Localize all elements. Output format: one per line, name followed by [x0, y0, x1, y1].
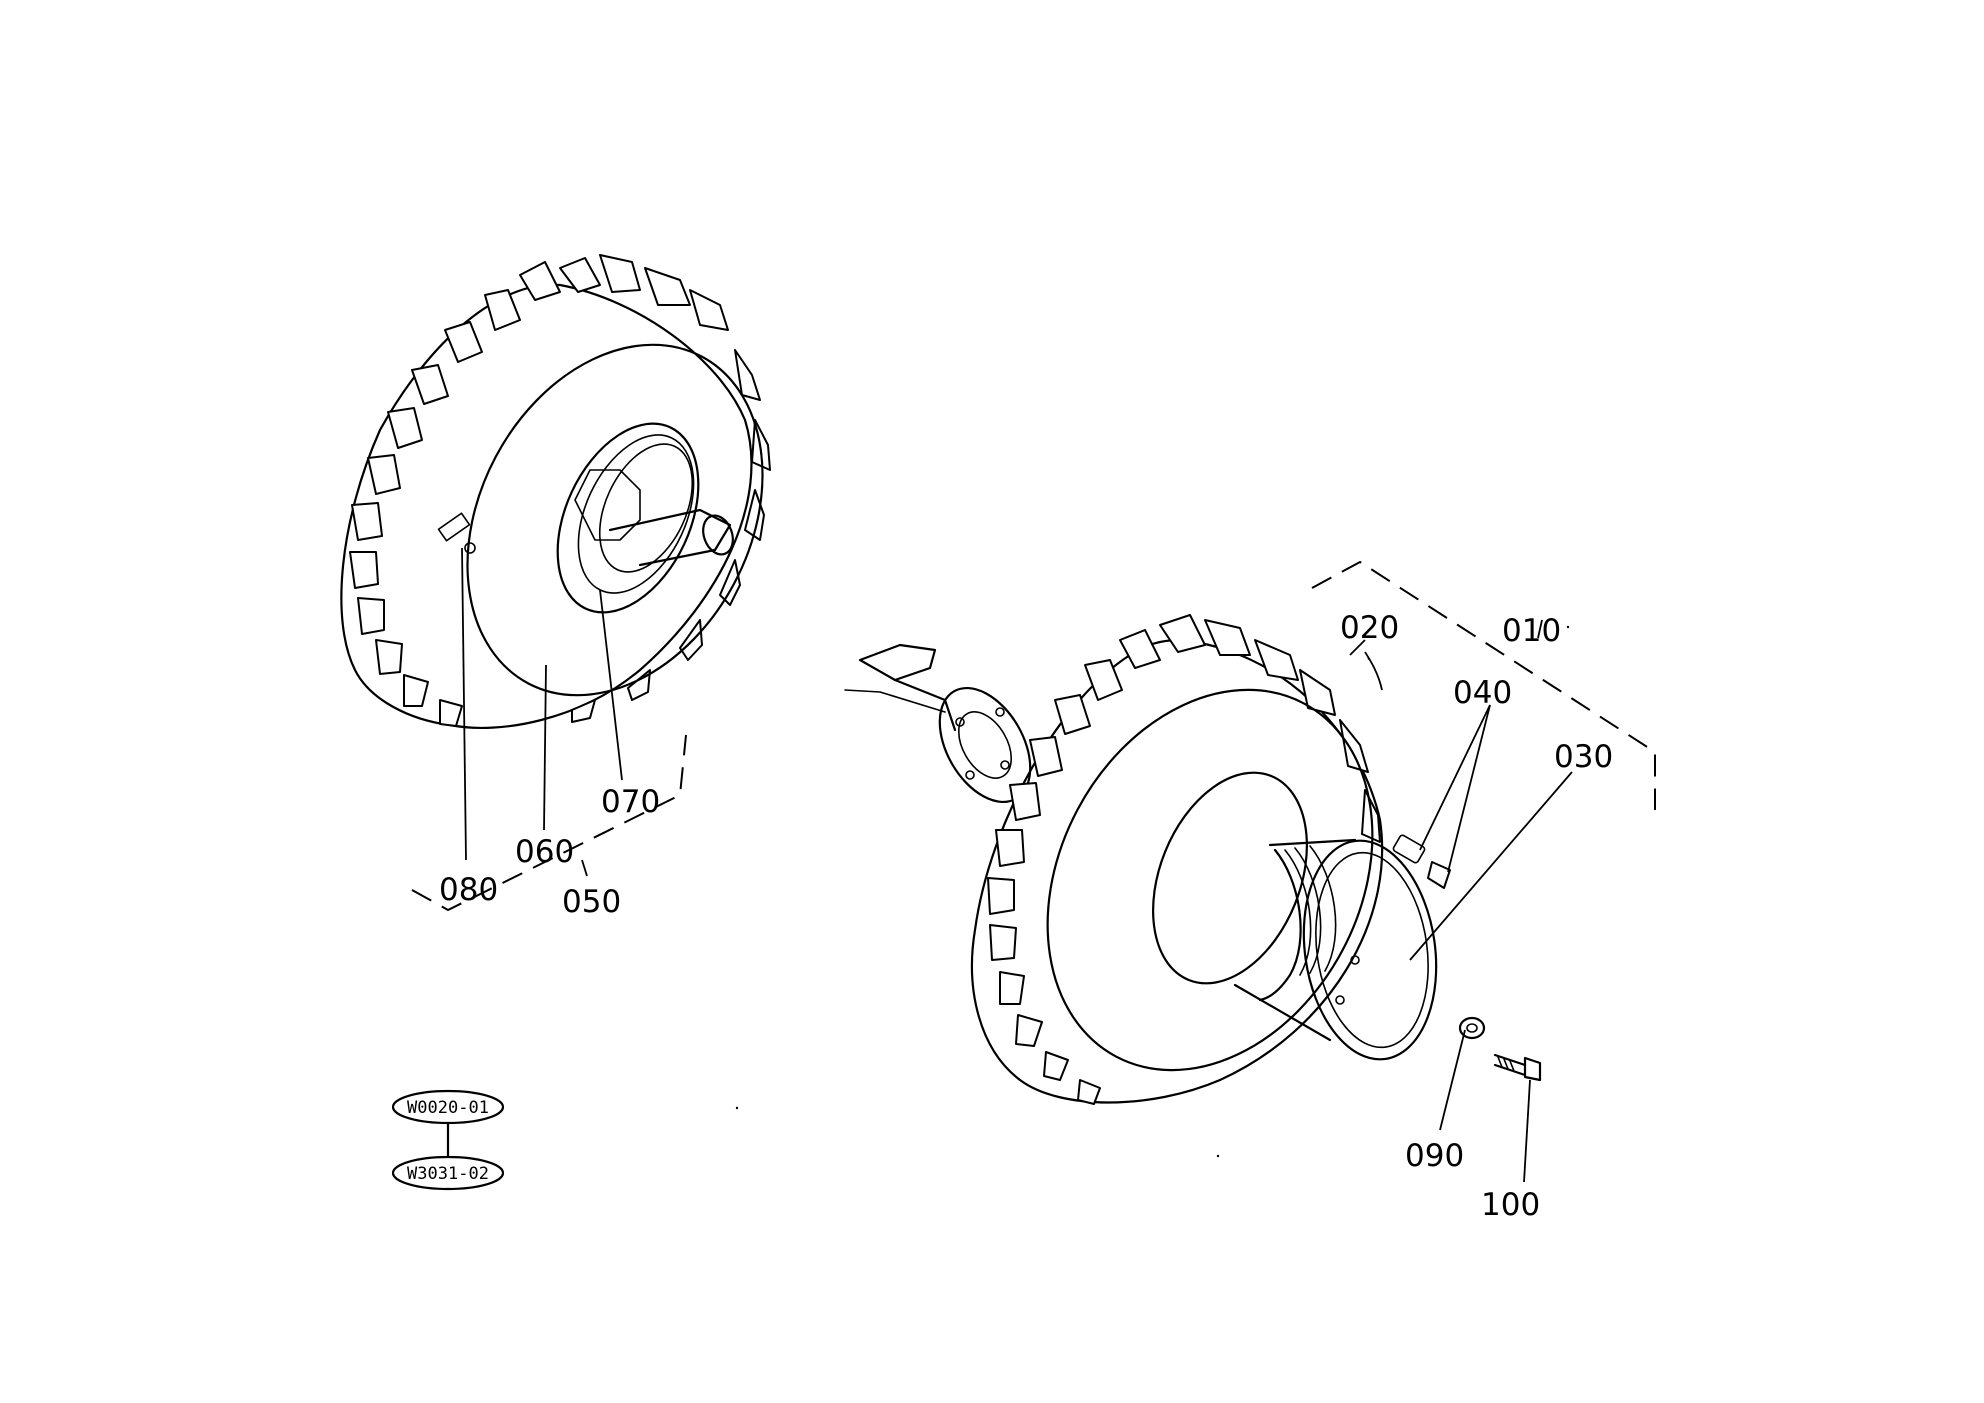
- right-tire-tread: [987, 614, 1381, 1105]
- leader-010: [1537, 619, 1543, 639]
- leader-050: [581, 859, 588, 877]
- left-assembly-bracket: [411, 734, 687, 912]
- reference-top-text: W0020-01: [407, 1098, 489, 1118]
- label-040: 040: [1453, 675, 1512, 711]
- speck: [735, 1106, 739, 1110]
- leader-100: [1523, 1079, 1531, 1183]
- leader-090: [1439, 1029, 1466, 1131]
- reference-tag-bottom: [391, 1155, 505, 1191]
- left-tire-outline: [340, 283, 753, 730]
- reference-tags: W0020-01 W3031-02: [391, 1089, 505, 1191]
- right-washer: [1458, 1016, 1486, 1040]
- speck: [1566, 625, 1570, 629]
- reference-bottom-text: W3031-02: [407, 1164, 489, 1184]
- right-hub-shaft: [844, 643, 1032, 804]
- label-050: 050: [562, 884, 621, 920]
- label-030: 030: [1554, 739, 1613, 775]
- label-100: 100: [1481, 1187, 1540, 1223]
- leader-060: [543, 664, 547, 831]
- left-tire-sidewall: [466, 343, 764, 697]
- label-070: 070: [601, 784, 660, 820]
- leader-040a: [1419, 704, 1491, 851]
- left-valve: [437, 512, 476, 554]
- part-labels: 020 010 040 030 090 100 070 060 080 050: [439, 610, 1613, 1223]
- label-060: 060: [515, 834, 574, 870]
- right-bolt: [1493, 1053, 1542, 1082]
- speck: [1216, 1154, 1220, 1158]
- leader-030: [1409, 771, 1573, 961]
- leader-070: [599, 589, 623, 781]
- leader-040b: [1447, 704, 1491, 873]
- right-rim: [1152, 771, 1438, 1061]
- leader-080: [461, 547, 467, 861]
- leader-020b: [1349, 639, 1366, 656]
- right-valve: [1392, 834, 1451, 889]
- left-tire-tread: [349, 254, 771, 727]
- label-090: 090: [1405, 1138, 1464, 1174]
- label-020: 020: [1340, 610, 1399, 646]
- left-axle-stub: [608, 508, 734, 567]
- right-tire-sidewall: [1046, 688, 1374, 1072]
- leader-020: [1364, 651, 1383, 691]
- left-wheel-assembly: [340, 254, 771, 912]
- right-wheel-assembly: [844, 560, 1656, 1183]
- label-010: 010: [1502, 613, 1561, 649]
- label-080: 080: [439, 872, 498, 908]
- right-tire-outline: [970, 638, 1384, 1104]
- left-rim: [556, 422, 700, 614]
